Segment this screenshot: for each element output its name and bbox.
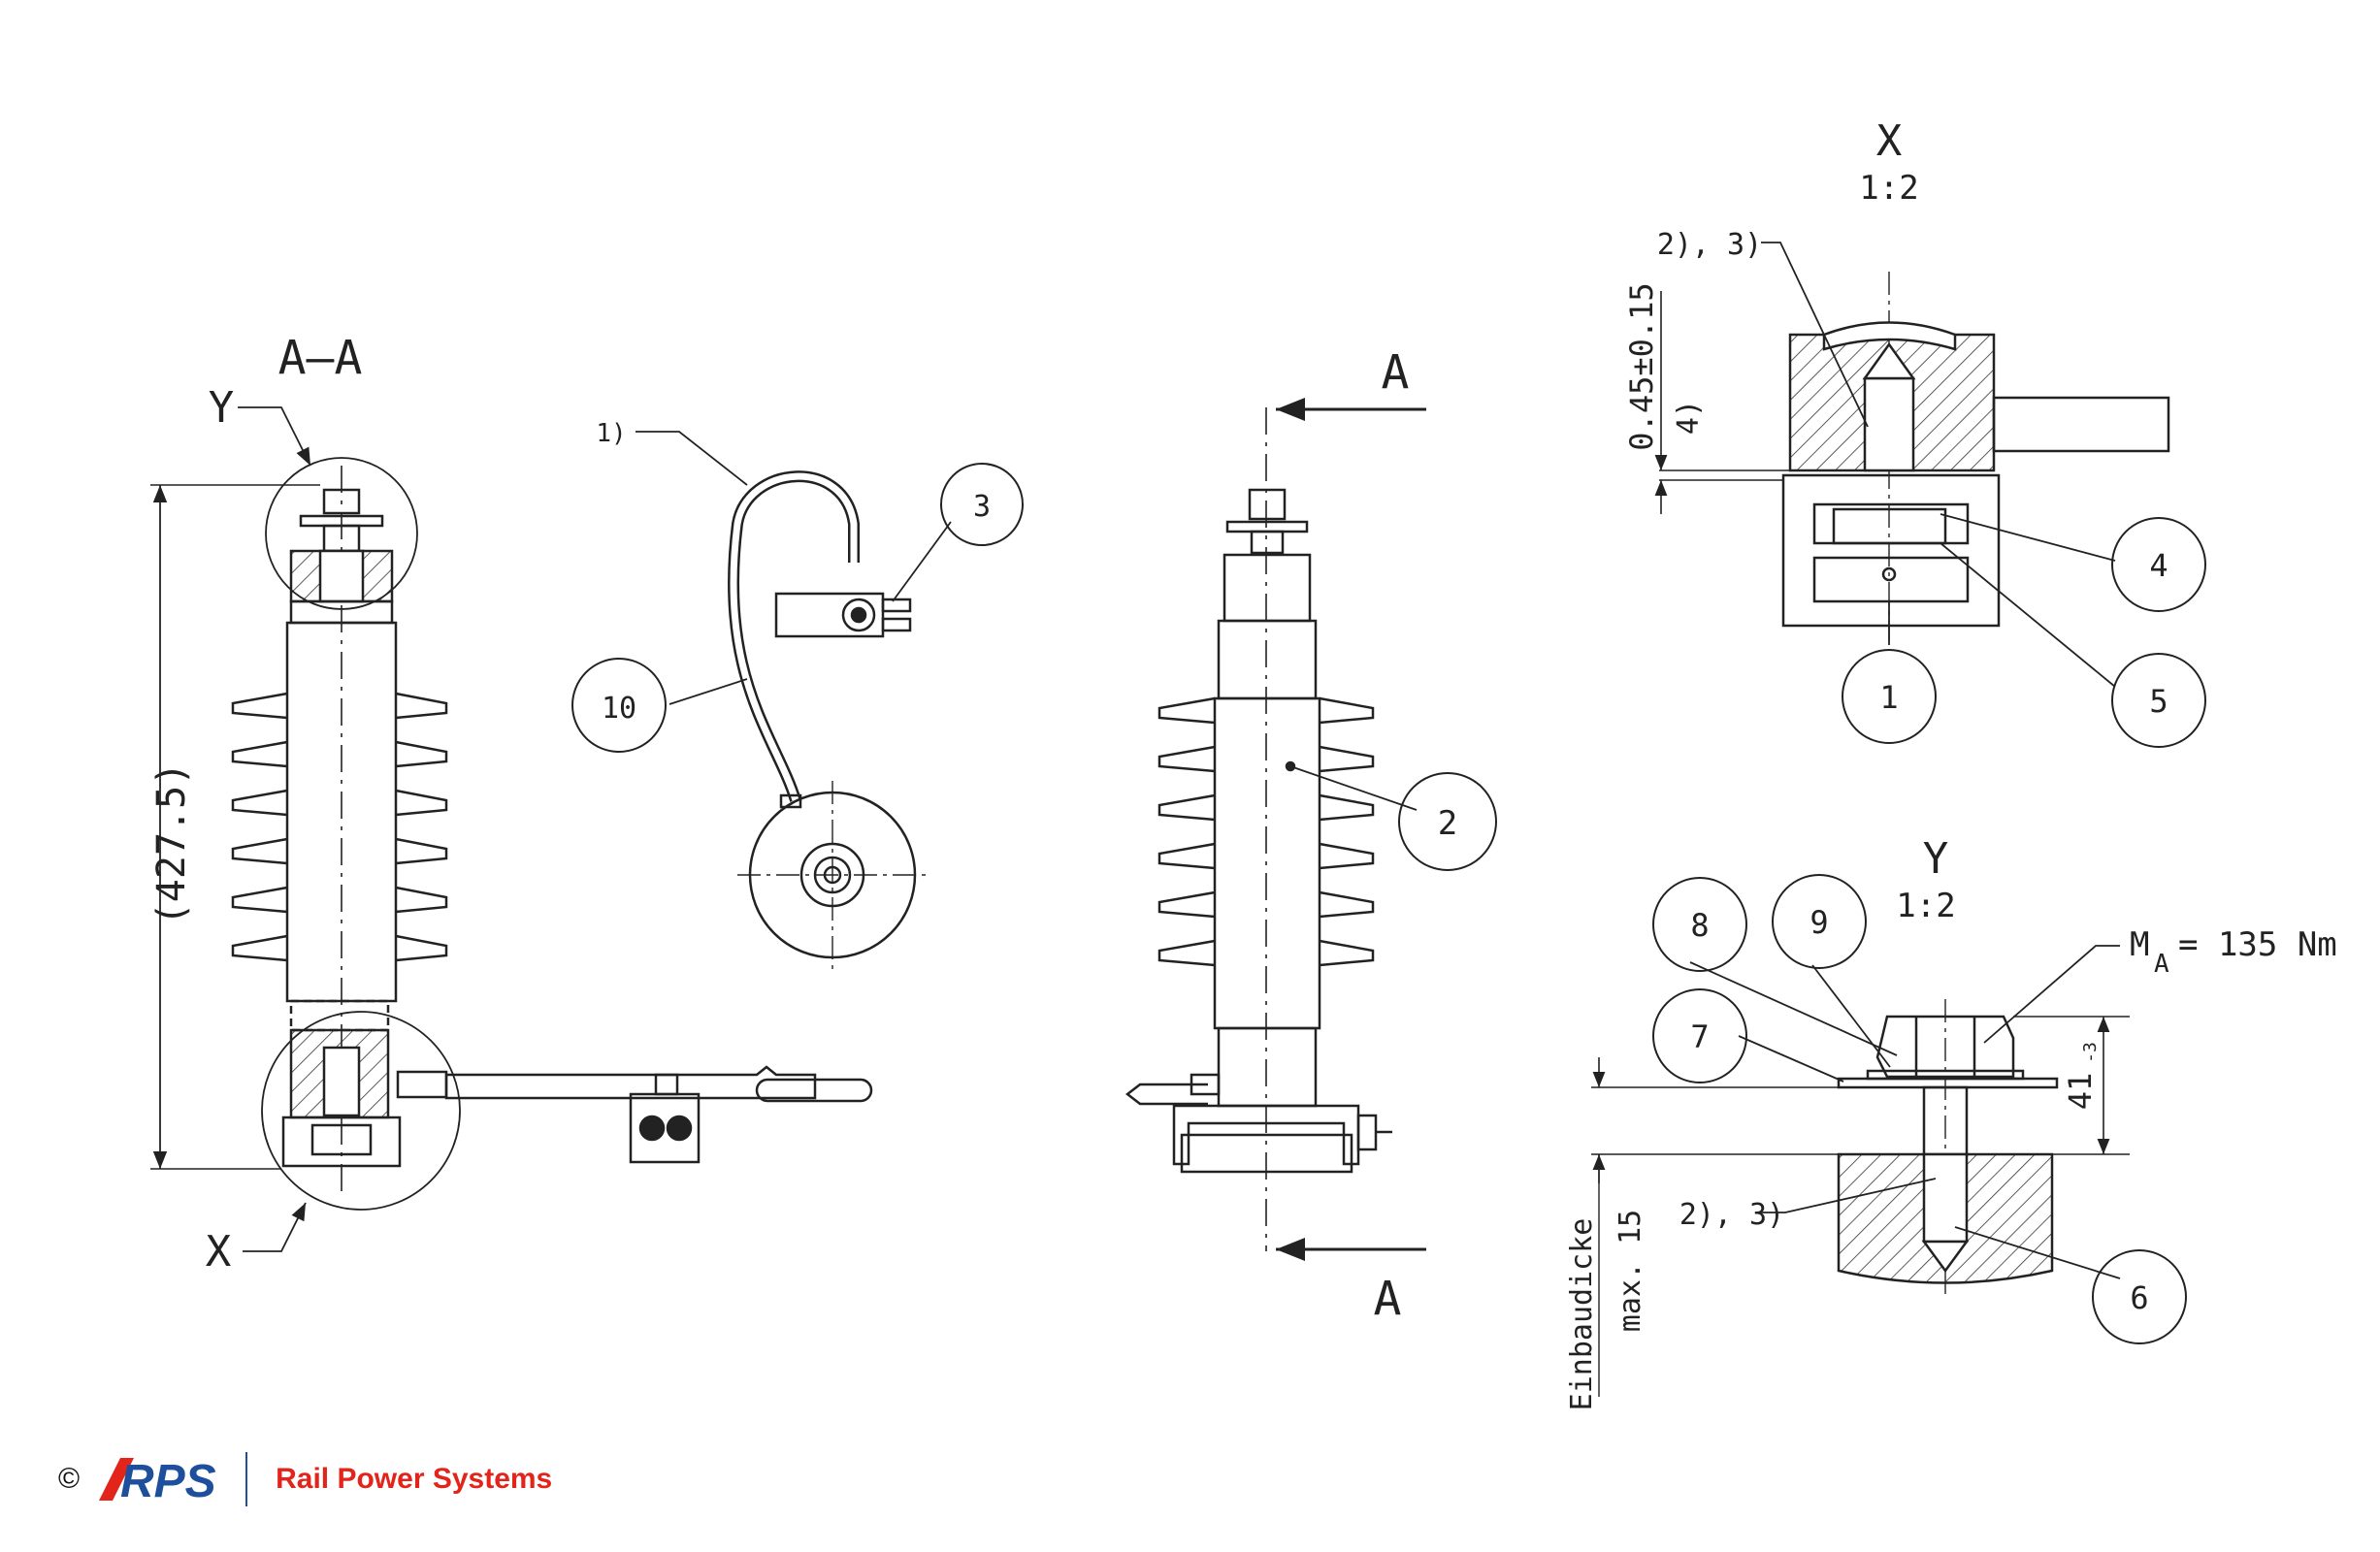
section-aa-title: A–A xyxy=(278,331,363,385)
callout-3-label: 3 xyxy=(973,490,991,524)
callout-1-label: 1) xyxy=(596,419,626,448)
callout-9-label: 9 xyxy=(1809,904,1828,941)
bolt-height-tolerance: -3 xyxy=(2080,1042,2101,1063)
detail-x-note: 2), 3) xyxy=(1657,228,1762,262)
callout-8-label: 8 xyxy=(1690,907,1709,944)
logo-text: RPS xyxy=(120,1456,216,1507)
cable-view xyxy=(571,431,1024,970)
detail-y-view xyxy=(1591,874,2187,1397)
detail-x-gap-dimension: 0.45±0.15 xyxy=(1623,282,1660,450)
thickness-value: max. 15 xyxy=(1614,1210,1647,1332)
section-arrow-bottom-label: A xyxy=(1374,1272,1402,1326)
callout-5-label: 5 xyxy=(2149,683,2168,720)
copyright-symbol: © xyxy=(58,1463,81,1495)
thickness-label: Einbaudicke xyxy=(1565,1218,1599,1411)
detail-x-title: X xyxy=(1876,116,1903,166)
callout-4-label: 4 xyxy=(2149,547,2168,584)
detail-x-circle xyxy=(261,1011,461,1211)
detail-x-gap-note: 4) xyxy=(1672,400,1706,435)
torque-symbol: M xyxy=(2130,925,2149,964)
section-aa-view xyxy=(150,406,873,1252)
rps-logo: RPS xyxy=(99,1452,248,1507)
callout-5-circle xyxy=(2111,653,2206,748)
callout-1-circle xyxy=(1842,649,1937,744)
insulator-sheds-aa xyxy=(231,692,448,962)
callout-7-circle xyxy=(1652,988,1747,1083)
bolt-height-dimension: 41 xyxy=(2062,1073,2099,1111)
callout-9-circle xyxy=(1772,874,1867,969)
callout-2-label: 2 xyxy=(1438,804,1457,843)
torque-subscript: A xyxy=(2154,950,2169,979)
callout-2-circle xyxy=(1398,772,1497,871)
callout-8-circle xyxy=(1652,877,1747,972)
callout-10-label: 10 xyxy=(602,692,636,726)
company-name: Rail Power Systems xyxy=(276,1463,553,1495)
overall-height-dimension: (427.5) xyxy=(149,762,194,926)
detail-y-note: 2), 3) xyxy=(1679,1198,1784,1232)
callout-6-circle xyxy=(2092,1249,2187,1344)
detail-y-circle xyxy=(265,457,418,610)
torque-value: = 135 Nm xyxy=(2178,925,2337,964)
insulator-sheds-side xyxy=(1157,696,1375,967)
detail-y-label-aa: Y xyxy=(209,383,235,433)
callout-3-circle xyxy=(940,463,1024,546)
detail-x-scale: 1:2 xyxy=(1859,169,1918,208)
callout-1-label-x: 1 xyxy=(1879,679,1898,716)
detail-y-title: Y xyxy=(1923,834,1949,884)
detail-x-view xyxy=(1654,242,2206,748)
section-arrow-top-label: A xyxy=(1382,345,1410,400)
callout-10-circle xyxy=(571,658,667,753)
detail-y-scale: 1:2 xyxy=(1896,887,1955,925)
callout-4-circle xyxy=(2111,517,2206,612)
logo-swoosh-icon xyxy=(99,1458,135,1501)
callout-6-label: 6 xyxy=(2130,1279,2148,1316)
footer-logo: © RPS Rail Power Systems xyxy=(58,1445,552,1513)
side-view xyxy=(1125,398,1497,1261)
callout-7-label: 7 xyxy=(1690,1018,1709,1055)
detail-x-label-aa: X xyxy=(206,1227,232,1277)
